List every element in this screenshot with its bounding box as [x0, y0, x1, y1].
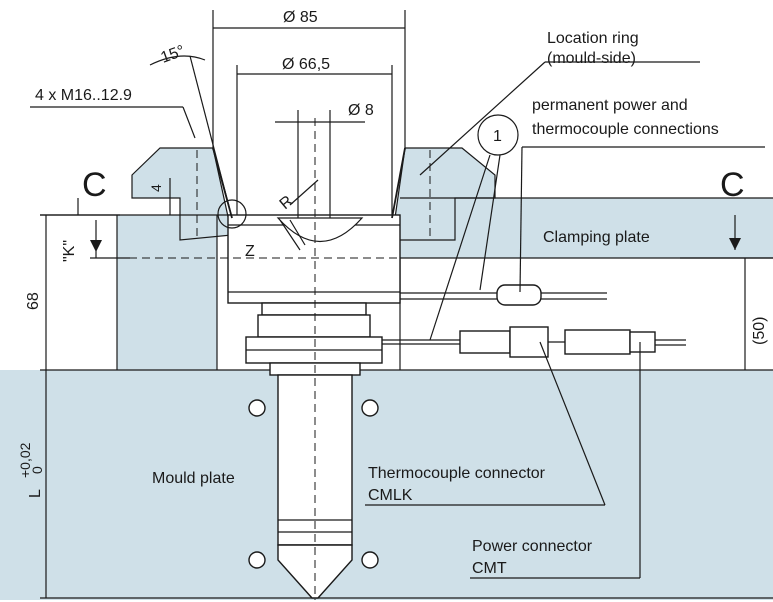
dim-tol-plus: +0,02 [17, 442, 33, 478]
dim-dia-85: Ø 85 [283, 9, 318, 26]
section-c-left: C [82, 166, 107, 204]
cooling-hole [361, 399, 379, 417]
label-thermo-connector: Thermocouple connector [368, 465, 546, 482]
power-plug [564, 329, 631, 355]
label-clamping-plate: Clamping plate [543, 229, 650, 246]
section-c-right: C [720, 166, 745, 204]
clamping-plate-left [117, 215, 217, 370]
label-location-ring: Location ring [547, 30, 639, 47]
cooling-hole [361, 551, 379, 569]
mould-plate [0, 370, 773, 600]
dim-dia-66-5: Ø 66,5 [282, 56, 330, 73]
location-ring-left [131, 147, 233, 241]
label-permanent-sub: thermocouple connections [532, 121, 719, 138]
label-permanent: permanent power and [532, 97, 688, 114]
callout-number: 1 [493, 128, 502, 145]
dim-height-50: (50) [751, 317, 768, 345]
dim-tol-zero: 0 [29, 466, 45, 474]
nozzle-tip [277, 544, 353, 599]
dim-depth: 4 [148, 184, 164, 192]
cooling-hole [248, 399, 266, 417]
dim-k-mark: "K" [61, 240, 78, 262]
label-location-ring-sub: (mould-side) [547, 50, 636, 67]
permanent-connection [496, 284, 542, 306]
dim-length: L [27, 489, 44, 498]
label-power-connector: Power connector [472, 538, 593, 555]
dim-angle: 15° [159, 43, 188, 67]
cooling-hole [248, 551, 266, 569]
dim-radius: R [277, 193, 297, 213]
label-mould-plate: Mould plate [152, 470, 235, 487]
clamping-plate-right [400, 198, 773, 258]
dim-height-68: 68 [25, 292, 42, 310]
thermocouple-plug [459, 330, 511, 354]
zone-z: Z [245, 243, 255, 260]
label-thermo-connector-code: CMLK [368, 487, 413, 504]
dim-screws: 4 x M16..12.9 [35, 87, 132, 104]
dim-dia-8: Ø 8 [348, 102, 374, 119]
label-power-connector-code: CMT [472, 560, 507, 577]
